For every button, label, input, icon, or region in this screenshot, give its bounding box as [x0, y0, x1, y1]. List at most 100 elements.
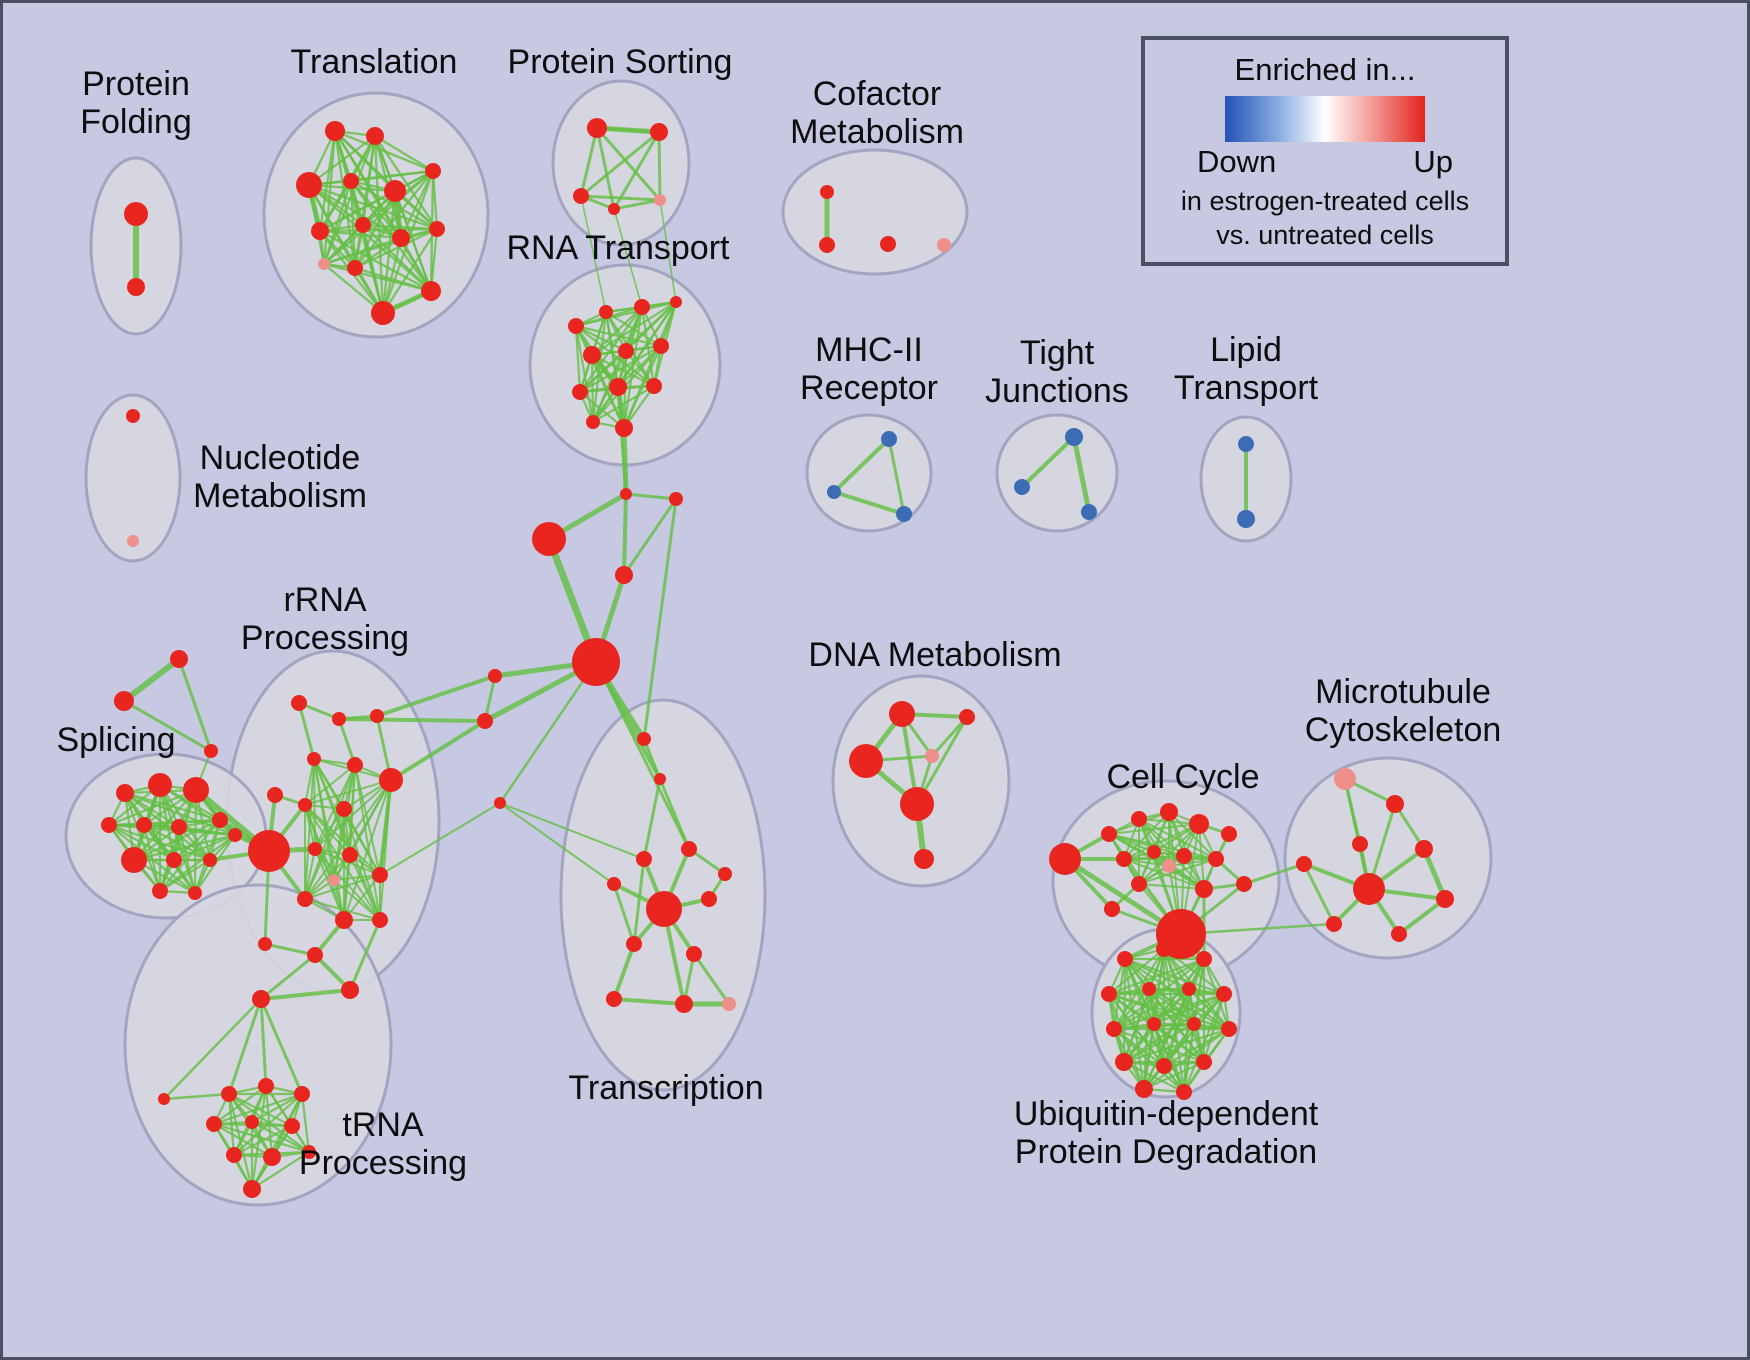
gene-set-node[interactable] [827, 485, 841, 499]
gene-set-node[interactable] [1176, 1084, 1192, 1100]
gene-set-node[interactable] [341, 981, 359, 999]
gene-set-node[interactable] [675, 995, 693, 1013]
gene-set-node[interactable] [166, 852, 182, 868]
gene-set-node[interactable] [653, 338, 669, 354]
gene-set-node[interactable] [881, 431, 897, 447]
gene-set-node[interactable] [532, 522, 566, 556]
gene-set-node[interactable] [609, 378, 627, 396]
gene-set-node[interactable] [1216, 986, 1232, 1002]
gene-set-node[interactable] [101, 817, 117, 833]
gene-set-node[interactable] [620, 488, 632, 500]
gene-set-node[interactable] [226, 1147, 242, 1163]
gene-set-node[interactable] [228, 828, 242, 842]
gene-set-node[interactable] [335, 911, 353, 929]
gene-set-node[interactable] [849, 744, 883, 778]
gene-set-node[interactable] [959, 709, 975, 725]
gene-set-node[interactable] [646, 891, 682, 927]
gene-set-node[interactable] [1106, 1021, 1122, 1037]
gene-set-node[interactable] [586, 415, 600, 429]
gene-set-node[interactable] [372, 867, 388, 883]
gene-set-node[interactable] [1187, 1017, 1201, 1031]
gene-set-node[interactable] [669, 492, 683, 506]
gene-set-node[interactable] [425, 163, 441, 179]
gene-set-node[interactable] [212, 812, 228, 828]
gene-set-node[interactable] [1162, 859, 1176, 873]
gene-set-node[interactable] [307, 947, 323, 963]
gene-set-node[interactable] [701, 891, 717, 907]
gene-set-node[interactable] [248, 830, 290, 872]
gene-set-node[interactable] [203, 853, 217, 867]
gene-set-node[interactable] [284, 1118, 300, 1134]
gene-set-node[interactable] [615, 566, 633, 584]
gene-set-node[interactable] [650, 123, 668, 141]
gene-set-node[interactable] [258, 1078, 274, 1094]
gene-set-node[interactable] [252, 990, 270, 1008]
gene-set-node[interactable] [1049, 843, 1081, 875]
gene-set-node[interactable] [1065, 428, 1083, 446]
gene-set-node[interactable] [325, 121, 345, 141]
gene-set-node[interactable] [722, 997, 736, 1011]
gene-set-node[interactable] [371, 301, 395, 325]
gene-set-node[interactable] [1131, 811, 1147, 827]
gene-set-node[interactable] [1236, 876, 1252, 892]
gene-set-node[interactable] [1386, 795, 1404, 813]
gene-set-node[interactable] [1135, 1080, 1153, 1098]
gene-set-node[interactable] [342, 847, 358, 863]
gene-set-node[interactable] [607, 877, 621, 891]
gene-set-node[interactable] [152, 883, 168, 899]
gene-set-node[interactable] [1101, 986, 1117, 1002]
gene-set-node[interactable] [686, 946, 702, 962]
gene-set-node[interactable] [606, 991, 622, 1007]
gene-set-node[interactable] [568, 318, 584, 334]
gene-set-node[interactable] [298, 798, 312, 812]
gene-set-node[interactable] [1221, 826, 1237, 842]
gene-set-node[interactable] [1196, 1054, 1212, 1070]
gene-set-node[interactable] [1196, 951, 1212, 967]
gene-set-node[interactable] [587, 118, 607, 138]
gene-set-node[interactable] [583, 346, 601, 364]
gene-set-node[interactable] [670, 296, 682, 308]
gene-set-node[interactable] [332, 712, 346, 726]
gene-set-node[interactable] [1142, 982, 1156, 996]
gene-set-node[interactable] [1147, 1017, 1161, 1031]
gene-set-node[interactable] [634, 299, 650, 315]
gene-set-node[interactable] [206, 1116, 222, 1132]
gene-set-node[interactable] [296, 172, 322, 198]
gene-set-node[interactable] [297, 891, 313, 907]
gene-set-node[interactable] [646, 378, 662, 394]
gene-set-node[interactable] [1391, 926, 1407, 942]
gene-set-node[interactable] [914, 849, 934, 869]
gene-set-node[interactable] [379, 768, 403, 792]
gene-set-node[interactable] [421, 281, 441, 301]
gene-set-node[interactable] [127, 535, 139, 547]
gene-set-node[interactable] [573, 188, 589, 204]
gene-set-node[interactable] [636, 851, 652, 867]
gene-set-node[interactable] [343, 173, 359, 189]
gene-set-node[interactable] [204, 744, 218, 758]
gene-set-node[interactable] [336, 801, 352, 817]
gene-set-node[interactable] [896, 506, 912, 522]
gene-set-node[interactable] [880, 236, 896, 252]
gene-set-node[interactable] [1115, 1053, 1133, 1071]
gene-set-node[interactable] [1104, 901, 1120, 917]
gene-set-node[interactable] [599, 305, 613, 319]
gene-set-node[interactable] [1326, 916, 1342, 932]
gene-set-node[interactable] [477, 713, 493, 729]
gene-set-node[interactable] [1131, 876, 1147, 892]
gene-set-node[interactable] [925, 749, 939, 763]
gene-set-node[interactable] [355, 217, 371, 233]
gene-set-node[interactable] [615, 419, 633, 437]
gene-set-node[interactable] [258, 937, 272, 951]
gene-set-node[interactable] [158, 1093, 170, 1105]
gene-set-node[interactable] [654, 773, 666, 785]
gene-set-node[interactable] [124, 202, 148, 226]
gene-set-node[interactable] [820, 185, 834, 199]
gene-set-node[interactable] [1156, 1058, 1172, 1074]
gene-set-node[interactable] [243, 1180, 261, 1198]
gene-set-node[interactable] [1182, 982, 1196, 996]
gene-set-node[interactable] [718, 867, 732, 881]
gene-set-node[interactable] [1160, 803, 1178, 821]
gene-set-node[interactable] [384, 180, 406, 202]
gene-set-node[interactable] [819, 237, 835, 253]
gene-set-node[interactable] [267, 787, 283, 803]
